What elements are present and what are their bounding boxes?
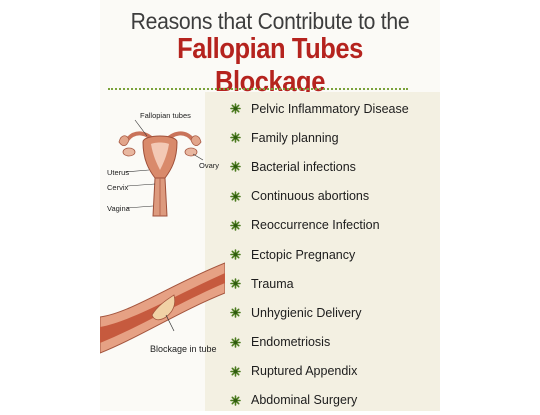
green-star-bullet-icon: [230, 278, 241, 290]
causes-list: Pelvic Inflammatory Disease Family plann…: [230, 94, 409, 415]
green-star-bullet-icon: [230, 336, 241, 348]
cause-text: Unhygienic Delivery: [251, 305, 362, 320]
green-star-bullet-icon: [230, 132, 241, 144]
cause-text: Endometriosis: [251, 335, 331, 350]
list-item: Abdominal Surgery: [230, 386, 409, 415]
title-line-1: Reasons that Contribute to the: [130, 8, 410, 34]
green-star-bullet-icon: [230, 307, 241, 319]
green-star-bullet-icon: [230, 249, 241, 260]
cause-text: Ectopic Pregnancy: [251, 247, 356, 262]
list-item: Unhygienic Delivery: [230, 298, 409, 327]
label-vagina: Vagina: [107, 204, 130, 213]
uterus-illustration: [118, 119, 204, 217]
label-uterus: Uterus: [107, 168, 130, 177]
cause-text: Trauma: [251, 276, 294, 291]
label-ovary: Ovary: [199, 161, 220, 170]
list-item: Pelvic Inflammatory Disease: [230, 94, 409, 123]
cause-text: Ruptured Appendix: [251, 364, 358, 379]
label-fallopian-tubes: Fallopian tubes: [140, 111, 191, 120]
green-star-bullet-icon: [230, 190, 241, 202]
list-item: Ectopic Pregnancy: [230, 240, 409, 269]
green-star-bullet-icon: [230, 395, 241, 406]
dotted-divider: [108, 88, 408, 90]
cause-text: Bacterial infections: [251, 159, 356, 174]
list-item: Endometriosis: [230, 328, 409, 357]
cause-text: Family planning: [251, 130, 339, 145]
label-cervix: Cervix: [107, 183, 129, 192]
cause-text: Continuous abortions: [251, 189, 370, 204]
list-item: Ruptured Appendix: [230, 357, 409, 386]
green-star-bullet-icon: [230, 220, 241, 231]
blocked-tube-illustration: [100, 262, 225, 354]
green-star-bullet-icon: [230, 365, 241, 377]
list-item: Reoccurrence Infection: [230, 211, 409, 240]
green-star-bullet-icon: [230, 161, 241, 173]
green-star-bullet-icon: [230, 103, 241, 114]
cause-text: Reoccurrence Infection: [251, 218, 380, 233]
list-item: Family planning: [230, 123, 409, 152]
list-item: Trauma: [230, 269, 409, 298]
list-item: Continuous abortions: [230, 182, 409, 211]
label-blockage: Blockage in tube: [150, 344, 217, 354]
cause-text: Abdominal Surgery: [251, 393, 358, 408]
list-item: Bacterial infections: [230, 152, 409, 181]
causes-background: [205, 92, 440, 411]
cause-text: Pelvic Inflammatory Disease: [251, 101, 409, 116]
